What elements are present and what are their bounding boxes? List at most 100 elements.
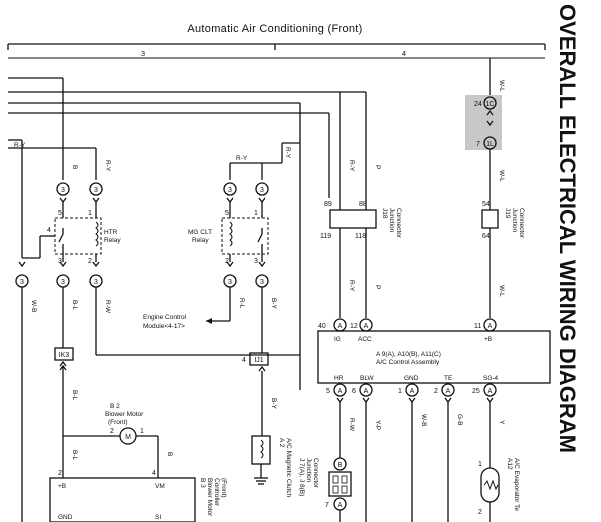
htr-pin-4: 4 [47,227,51,234]
j18-label-1: J18 [381,208,388,219]
mg-label-2: Relay [192,237,209,244]
b3-label-3: Controller [213,478,220,507]
ac-pin-1: 1 [478,461,482,468]
evaporator-sensor [480,467,500,503]
mg-pin-2: 2 [225,258,229,265]
connector-3f: 3 [228,187,232,194]
amp-label-1: A 9(A), A10(B), A11(C) [376,351,441,358]
mg-pin-5: 5 [225,210,229,217]
mg-pin-3: 3 [254,258,258,265]
htr-pin-5: 5 [58,210,62,217]
connector-3e: 3 [20,279,24,286]
wire-color-wb2: W-B [420,414,427,427]
connector-ik3: IK3 [59,352,70,359]
amp-pin-6: 6 [352,388,356,395]
pin-7-top: 7 [476,141,480,148]
amp-te: TE [444,375,453,382]
blower-pin-1: 1 [140,428,144,435]
diagram-title: Automatic Air Conditioning (Front) [187,23,362,35]
blower-motor-symbol: M [125,434,131,441]
wire-color-ry-htr: R-Y [104,160,111,172]
wire-color-ry-mg2: R-Y [284,147,291,159]
jbox-label-1: J 7(A), J 8(B) [298,458,305,496]
side-title: OVERALL ELECTRICAL WIRING DIAGRAM [555,4,580,453]
amp-pin-2: 2 [434,388,438,395]
a12-label-2: A/C Evaporator Te [513,458,520,511]
ecm-label-2: Module<4-17> [143,323,185,330]
jbox-pin-7: 7 [325,502,329,509]
j18-label-3: Connector [395,208,402,239]
jbox-label-3: Connector [312,458,319,489]
j19-junction-box [481,209,499,229]
connector-3h: 3 [228,279,232,286]
b3-label-4: (Front) [220,478,227,498]
ecm-label-1: Engine Control [143,314,187,321]
j19-label-1: J19 [504,208,511,219]
amp-sg4: SG-4 [483,375,499,382]
wire-color-wl-low: W-L [498,285,505,297]
connector-3b: 3 [94,187,98,194]
wire-color-gb: G-B [456,414,463,426]
connector-a9: A [338,502,343,509]
amp-pin-1: 1 [398,388,402,395]
wire-color-ry-mg: R-Y [236,155,248,162]
j19-label-2: Junction [511,208,518,233]
wire-color-wb: W-B [30,300,37,313]
connector-a2: A [364,323,369,330]
connector-a1: A [338,323,343,330]
htr-label-2: Relay [104,237,121,244]
mg-relay-box [221,217,269,255]
column-number-3: 3 [141,49,145,58]
amp-hr: HR [334,375,344,382]
amp-pin-5: 5 [326,388,330,395]
wire-color-ry-left: R-Y [14,142,26,149]
amp-pin-11: 11 [474,323,481,330]
ac-pin-2: 2 [478,509,482,516]
connector-a8: A [488,388,493,395]
wire-color-b-htr: B [71,165,78,169]
b3-label-1: B 3 [199,478,206,488]
wire-color-bl3: B-L [71,450,78,461]
connector-3i: 3 [260,279,264,286]
amp-pin-25: 25 [472,388,480,395]
bmc-pin-4: 4 [152,470,156,477]
connector-b: B [338,462,343,469]
wire-color-by1: B-Y [270,298,277,310]
ac-control-assembly [317,330,551,384]
amp-acc: ACC [358,336,372,343]
a12-label-1: A12 [506,458,513,470]
amp-ig: IG [334,336,341,343]
mg-pin-1: 1 [254,210,258,217]
a2-label-1: A 2 [278,438,285,448]
wire-color-rl: R-L [238,298,245,309]
connector-3a: 3 [61,187,65,194]
pin-64: 64 [482,233,490,240]
pin-89: 89 [324,201,332,208]
connector-a5: A [364,388,369,395]
wire-color-b2: B [166,452,173,456]
bmc-pin-2: 2 [58,470,62,477]
jbox-label-2: Junction [305,458,312,483]
htr-pin-2: 2 [88,258,92,265]
wire-color-wl-mid: W-L [498,170,505,182]
b2-label-3: (Front) [108,419,128,426]
wire-color-rw1: R-W [104,300,111,314]
a2-label-2: A/C Magnetic Clutch [285,438,292,498]
htr-pin-3: 3 [58,258,62,265]
wire-color-yp: Y-P [374,420,381,430]
bmc-si: SI [155,514,161,521]
j18-label-2: Junction [388,208,395,233]
wire-color-by2: B-Y [270,398,277,410]
j18-junction-box [329,209,377,229]
connector-1l: 1L [486,141,494,148]
bmc-plus-b: +B [58,483,66,490]
connector-a4: A [338,388,343,395]
wire-color-ry-col2: R-Y [348,280,355,292]
connector-3d: 3 [94,279,98,286]
ik3-connector [54,347,74,361]
amp-pin-40: 40 [318,323,326,330]
blower-pin-2: 2 [110,428,114,435]
wire-color-wl-top: W-L [498,80,505,92]
b2-label-1: B 2 [110,403,120,410]
pin-54: 54 [482,201,490,208]
